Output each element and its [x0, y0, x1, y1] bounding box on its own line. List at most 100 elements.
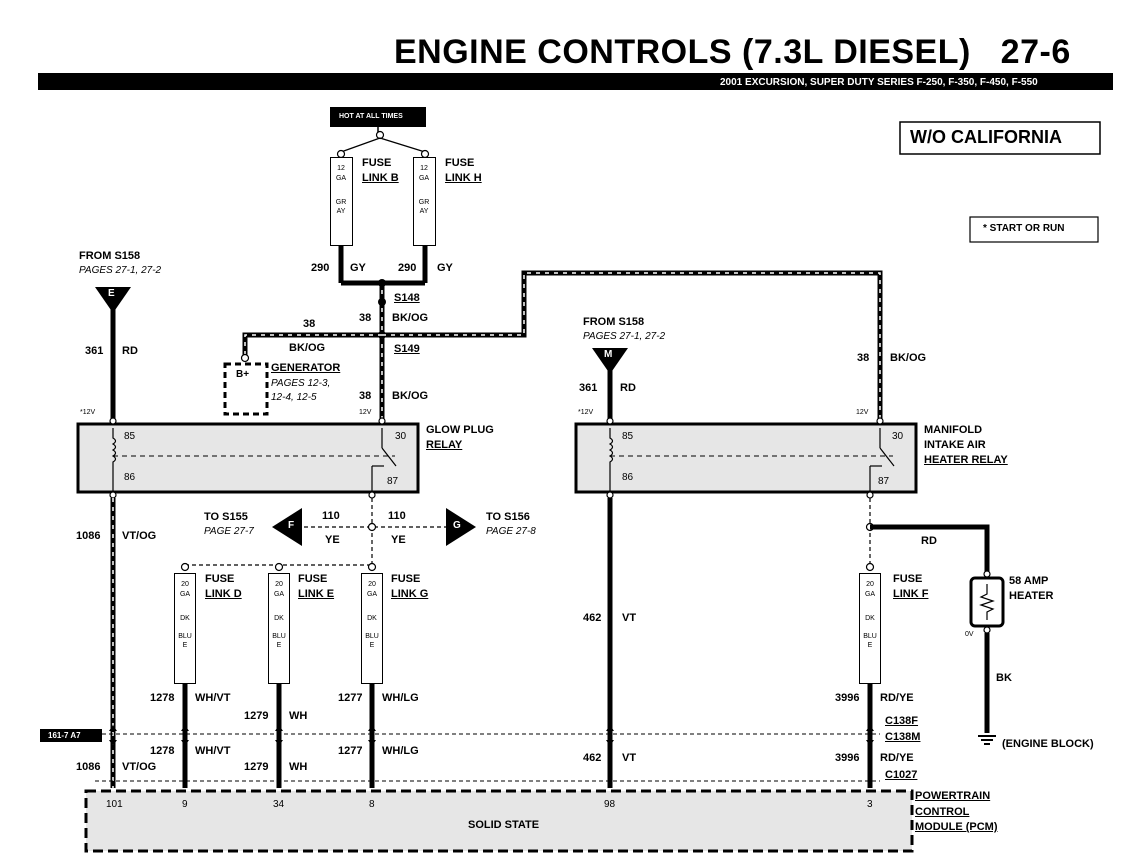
- fuse-b-link: LINK B: [362, 172, 399, 184]
- wire-38-num-b: 38: [303, 318, 316, 330]
- wire-bk-label: BK: [996, 672, 1012, 684]
- manifold-relay-12v-b: 12V: [856, 409, 869, 416]
- fuse-d-label: FUSE: [205, 573, 235, 585]
- fuse-f-label: FUSE: [893, 573, 923, 585]
- wire-290-num-a: 290: [311, 262, 330, 274]
- fuse-b-color: GRAY: [335, 199, 347, 215]
- wire-361-color-b: RD: [620, 382, 636, 394]
- connector-f-letter: F: [288, 520, 295, 531]
- manifold-relay-pin-87: 87: [878, 476, 890, 487]
- fuse-e-ga: GA: [273, 591, 285, 598]
- connector-g-to: TO S156: [486, 511, 530, 523]
- generator-terminal: B+: [236, 369, 250, 380]
- wire-1277-num-b: 1277: [338, 745, 363, 757]
- glow-relay-name: GLOW PLUG: [426, 424, 494, 436]
- fuse-g-color-2: BLUE: [365, 633, 379, 649]
- variant-badge: W/O CALIFORNIA: [910, 127, 1062, 147]
- pcm-name-2: CONTROL: [915, 806, 970, 818]
- wire-1086-num-b: 1086: [76, 761, 101, 773]
- wire-3996-color-b: RD/YE: [880, 752, 914, 764]
- glow-relay-pin-85: 85: [124, 431, 136, 442]
- generator-name: GENERATOR: [271, 362, 341, 374]
- fuse-e-color-1: DK: [274, 615, 284, 622]
- wire-38-num-d: 38: [857, 352, 870, 364]
- wire-3996-num-a: 3996: [835, 692, 860, 704]
- wire-1278-color-b: WH/VT: [195, 745, 231, 757]
- wire-1279-color-b: WH: [289, 761, 308, 773]
- pcm-name-3: MODULE (PCM): [915, 821, 998, 833]
- wire-462-num-a: 462: [583, 612, 602, 624]
- connector-ref-tag: 161-7 A7: [48, 731, 81, 740]
- wire-38-num-c: 38: [359, 390, 372, 402]
- pcm-solid-state: SOLID STATE: [468, 819, 540, 831]
- pcm-pin-98: 98: [604, 799, 616, 810]
- fuse-e-color-2: BLUE: [272, 633, 286, 649]
- wire-110-num-b: 110: [388, 510, 406, 522]
- fuse-f-color-1: DK: [865, 615, 875, 622]
- wire-110-color-a: YE: [325, 534, 340, 546]
- manifold-relay-pin-30: 30: [892, 431, 904, 442]
- fuse-d-ga: GA: [179, 591, 191, 598]
- wire-1277-color-a: WH/LG: [382, 692, 419, 704]
- connector-e-from: FROM S158: [79, 250, 141, 262]
- wire-1278-num-a: 1278: [150, 692, 175, 704]
- manifold-relay-12v-a: *12V: [578, 409, 594, 416]
- splice-s149: S149: [394, 343, 420, 355]
- glow-relay-12v-a: *12V: [80, 409, 96, 416]
- pcm-pin-9: 9: [182, 799, 188, 810]
- wire-462-color-b: VT: [622, 752, 637, 764]
- hot-at-all-times-label: HOT AT ALL TIMES: [339, 113, 403, 120]
- fuse-e-link: LINK E: [298, 588, 335, 600]
- manifold-relay-name-3: HEATER RELAY: [924, 454, 1008, 466]
- fuse-d-link: LINK D: [205, 588, 242, 600]
- generator-pages-2: 12-4, 12-5: [271, 392, 317, 403]
- glow-relay-name-2: RELAY: [426, 439, 463, 451]
- connector-e-letter: E: [108, 288, 115, 299]
- fuse-d-color-2: BLUE: [178, 633, 192, 649]
- fuse-link-b: [330, 157, 353, 246]
- manifold-relay-pin-86: 86: [622, 472, 634, 483]
- fuse-link-e: [268, 573, 290, 684]
- wire-1086-num-a: 1086: [76, 530, 101, 542]
- connector-m-letter: M: [604, 349, 613, 360]
- fuse-g-link: LINK G: [391, 588, 429, 600]
- fuse-h-label: FUSE: [445, 157, 475, 169]
- start-or-run-legend: * START OR RUN: [983, 223, 1065, 234]
- glow-relay-pin-87: 87: [387, 476, 399, 487]
- fuse-h-link: LINK H: [445, 172, 482, 184]
- wire-38-color-c: BK/OG: [392, 390, 429, 402]
- wire-361-color-a: RD: [122, 345, 138, 357]
- heater-name: 58 AMP: [1009, 575, 1049, 587]
- fuse-link-h: [413, 157, 436, 246]
- wire-rd-label: RD: [921, 535, 937, 547]
- wire-1277-num-a: 1277: [338, 692, 363, 704]
- manifold-relay-name-2: INTAKE AIR: [924, 439, 986, 451]
- pcm-pin-8: 8: [369, 799, 375, 810]
- fuse-d-color-1: DK: [180, 615, 190, 622]
- pcm-pin-34: 34: [273, 799, 285, 810]
- page-number: 27-6: [1000, 33, 1071, 71]
- fuse-h-ga: GA: [418, 175, 430, 182]
- wire-1279-color-a: WH: [289, 710, 308, 722]
- fuse-b-label: FUSE: [362, 157, 392, 169]
- page-title: ENGINE CONTROLS (7.3L DIESEL) 27-6: [394, 33, 1071, 71]
- wire-110-color-b: YE: [391, 534, 406, 546]
- wire-290-num-b: 290: [398, 262, 417, 274]
- heater-volt: 0V: [965, 631, 974, 638]
- wire-3996-num-b: 3996: [835, 752, 860, 764]
- wire-462-num-b: 462: [583, 752, 602, 764]
- connector-f-page: PAGE 27-7: [204, 526, 254, 537]
- fuse-h-gauge: 12: [420, 165, 428, 172]
- wire-1279-num-a: 1279: [244, 710, 269, 722]
- manifold-relay-name: MANIFOLD: [924, 424, 983, 436]
- wire-290-color-b: GY: [437, 262, 453, 274]
- manifold-relay-pin-85: 85: [622, 431, 634, 442]
- fuse-g-ga: GA: [366, 591, 378, 598]
- wire-1086-color-b: VT/OG: [122, 761, 157, 773]
- fuse-link-f: [859, 573, 881, 684]
- pcm-name: POWERTRAIN: [915, 790, 991, 802]
- wire-1279-num-b: 1279: [244, 761, 269, 773]
- generator-pages: PAGES 12-3,: [271, 378, 331, 389]
